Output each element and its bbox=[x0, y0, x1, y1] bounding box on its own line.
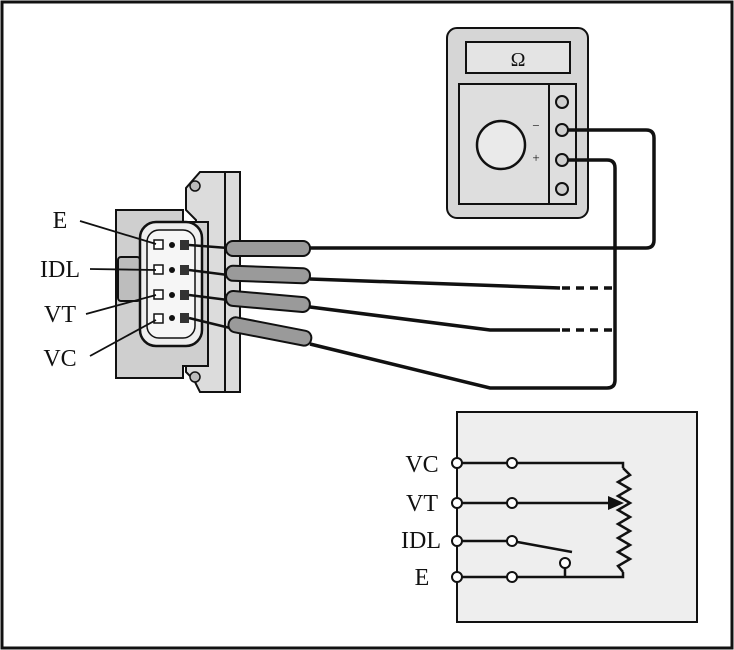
flange-bolt-top bbox=[189, 180, 201, 192]
sensor-connector bbox=[115, 171, 241, 393]
pin-idl-terminal bbox=[180, 265, 189, 275]
leader-vc bbox=[89, 319, 157, 357]
ohmmeter: Ω − + bbox=[446, 27, 589, 219]
schematic-wiper-arrow bbox=[608, 496, 624, 510]
probe-sleeve-idl bbox=[224, 264, 311, 285]
pin-e-terminal bbox=[180, 240, 189, 250]
pin-label-e: E bbox=[53, 208, 68, 234]
probe-sleeve-e bbox=[225, 240, 311, 257]
schematic-label-idl: IDL bbox=[401, 528, 441, 554]
meter-dial-knob bbox=[475, 119, 527, 171]
leader-idl bbox=[89, 268, 157, 271]
leader-vt bbox=[85, 294, 157, 315]
meter-minus-mark: − bbox=[532, 118, 539, 133]
meter-jack-1 bbox=[555, 95, 569, 109]
probe-needle-vt bbox=[188, 293, 229, 302]
pin-e-dot bbox=[169, 242, 175, 248]
meter-jack-minus bbox=[555, 123, 569, 137]
schematic-label-vt: VT bbox=[406, 491, 438, 517]
meter-display-symbol: Ω bbox=[511, 49, 526, 71]
pin-labels: E IDL VT VC bbox=[40, 208, 157, 372]
schematic-label-vc: VC bbox=[405, 452, 438, 478]
schematic-node-idl bbox=[506, 535, 518, 547]
pin-vc-terminal bbox=[180, 313, 189, 323]
meter-lead-minus bbox=[308, 128, 656, 250]
schematic-label-e: E bbox=[415, 565, 430, 591]
probe-sleeve-vt bbox=[225, 289, 311, 314]
pin-label-idl: IDL bbox=[40, 257, 80, 283]
pin-vc-socket bbox=[153, 313, 164, 324]
schematic-terminal-vc bbox=[451, 457, 463, 469]
meter-jack-plus bbox=[555, 153, 569, 167]
probe-sleeve-vc bbox=[227, 316, 313, 347]
schematic-node-vt bbox=[506, 497, 518, 509]
schematic-terminal-e bbox=[451, 571, 463, 583]
connector-latch bbox=[117, 256, 141, 302]
schematic-terminal-vt bbox=[451, 497, 463, 509]
probe-wire-vt bbox=[309, 305, 560, 332]
schematic-node-vc bbox=[506, 457, 518, 469]
meter-lead-plus bbox=[309, 158, 617, 390]
schematic-terminal-idl bbox=[451, 535, 463, 547]
schematic-idl-switch-blade bbox=[511, 539, 573, 554]
schematic-idl-contact bbox=[559, 557, 571, 569]
connector-face-inner bbox=[146, 229, 196, 339]
schematic-potentiometer bbox=[615, 467, 633, 573]
meter-plus-mark: + bbox=[532, 150, 539, 165]
flange-bolt-bottom bbox=[189, 371, 201, 383]
pin-vt-dot bbox=[169, 292, 175, 298]
schematic-node-e bbox=[506, 571, 518, 583]
pin-vt-terminal bbox=[180, 290, 189, 300]
pin-label-vc: VC bbox=[43, 346, 76, 372]
pin-label-vt: VT bbox=[44, 302, 76, 328]
probe-needle-idl bbox=[188, 268, 229, 277]
pin-e-socket bbox=[153, 239, 164, 250]
pin-idl-dot bbox=[169, 267, 175, 273]
schematic-panel bbox=[456, 411, 698, 623]
meter-jack-4 bbox=[555, 182, 569, 196]
sensor-schematic: VC VT IDL E bbox=[401, 411, 698, 623]
probe-needle-vc bbox=[188, 316, 231, 330]
pin-vt-socket bbox=[153, 289, 164, 300]
pin-vc-dot bbox=[169, 315, 175, 321]
leader-e bbox=[79, 220, 157, 245]
probe-wire-idl bbox=[309, 277, 561, 290]
meter-display bbox=[465, 41, 571, 74]
probe-needle-e bbox=[188, 243, 229, 250]
